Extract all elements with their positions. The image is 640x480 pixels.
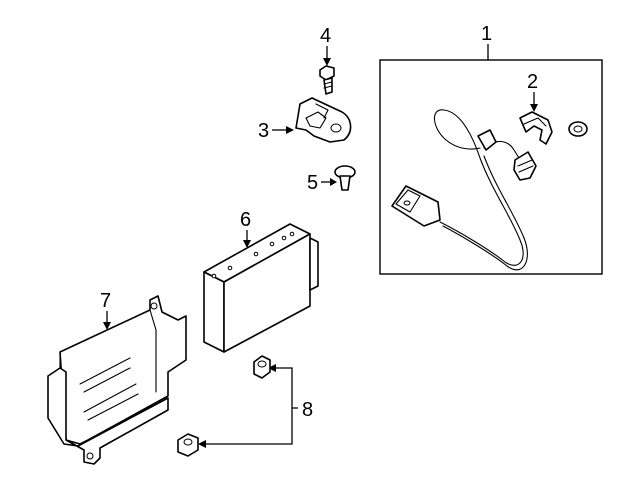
harness-connector-small	[513, 151, 537, 181]
clip-edge	[523, 117, 547, 127]
part-5-push-pin[interactable]: 5	[307, 165, 356, 194]
part-2-clip[interactable]: 2	[519, 71, 588, 145]
part-4-bolt[interactable]: 4	[319, 25, 335, 95]
tray-hole	[86, 452, 94, 460]
inset-box	[379, 59, 603, 275]
tray-front-wall	[47, 367, 169, 465]
callout-7: 7	[100, 290, 111, 312]
connector-face	[395, 189, 421, 213]
module-connector	[309, 237, 319, 291]
module-screw	[227, 265, 233, 271]
arrow-3	[286, 126, 294, 134]
nut-lower-hole	[183, 438, 193, 446]
module-side	[223, 233, 311, 353]
bracket-tab	[315, 103, 329, 119]
tray-edge	[59, 309, 157, 393]
bracket-body	[295, 97, 352, 143]
callout-4: 4	[320, 25, 331, 47]
tray-hole	[150, 302, 158, 310]
harness-connector-large	[391, 185, 441, 227]
grommet-hole	[573, 125, 583, 133]
module-screw	[269, 241, 275, 247]
arrow-6	[243, 240, 251, 248]
part-8-nuts[interactable]: 8	[177, 355, 313, 457]
module-screw	[253, 251, 259, 257]
callout-3: 3	[258, 120, 269, 142]
connector-rib	[518, 165, 534, 173]
bracket-fold	[305, 111, 327, 129]
part-1-harness-group[interactable]: 1	[379, 23, 603, 275]
tray-slot	[79, 357, 131, 393]
part-7-mounting-bracket[interactable]: 7	[47, 290, 187, 465]
callout-5: 5	[307, 172, 318, 194]
connector-pin	[403, 200, 411, 206]
arrow-8-lower	[198, 440, 206, 448]
bolt-thread	[323, 81, 333, 89]
arrow-4	[323, 58, 331, 66]
module-screw	[211, 273, 217, 279]
callout-8: 8	[302, 399, 313, 421]
bolt-head	[319, 65, 335, 81]
callout-2: 2	[527, 71, 538, 93]
pin-stem	[339, 175, 351, 191]
arrow-2	[530, 104, 538, 112]
part-3-bracket[interactable]: 3	[258, 97, 352, 143]
harness-cable-outer	[442, 155, 528, 271]
connector-rib	[517, 159, 533, 167]
module-front	[203, 271, 225, 353]
tray-slot	[83, 383, 139, 421]
arrow-7	[103, 322, 111, 330]
callout-6: 6	[240, 209, 251, 231]
bracket-hole	[330, 123, 342, 133]
callout-1: 1	[481, 23, 492, 45]
harness-clip	[477, 129, 497, 151]
arrow-8-upper	[268, 364, 276, 372]
part-6-control-module[interactable]: 6	[203, 209, 319, 353]
module-screw	[281, 235, 287, 241]
clip-body	[519, 111, 553, 145]
nut-upper-hole	[257, 360, 267, 368]
leader-8	[206, 367, 298, 445]
harness-cable	[433, 109, 524, 266]
arrow-5	[330, 178, 337, 186]
module-screw	[289, 231, 295, 237]
